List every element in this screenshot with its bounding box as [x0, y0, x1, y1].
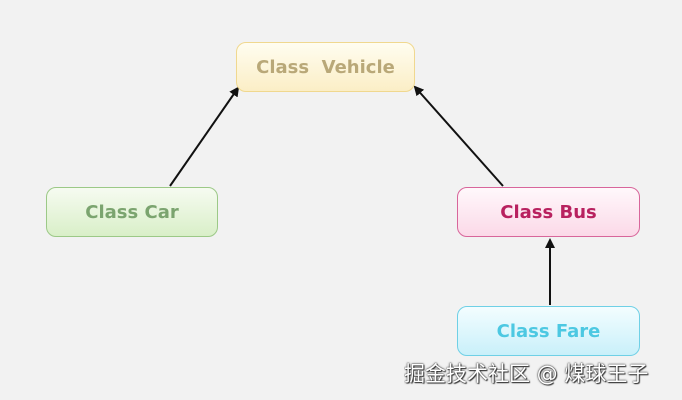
class-vehicle-label: Class Vehicle	[256, 56, 395, 78]
class-fare-label: Class Fare	[496, 320, 601, 342]
watermark: 掘金技术社区 @ 煤球王子	[404, 362, 649, 386]
arrow-bus-to-vehicle	[413, 85, 504, 187]
class-car-node: Class Car	[46, 187, 218, 237]
class-vehicle-node: Class Vehicle	[236, 42, 415, 92]
arrow-car-to-vehicle	[169, 86, 240, 187]
class-bus-label: Class Bus	[500, 201, 597, 223]
class-fare-node: Class Fare	[457, 306, 640, 356]
class-bus-node: Class Bus	[457, 187, 640, 237]
class-car-label: Class Car	[85, 201, 179, 223]
